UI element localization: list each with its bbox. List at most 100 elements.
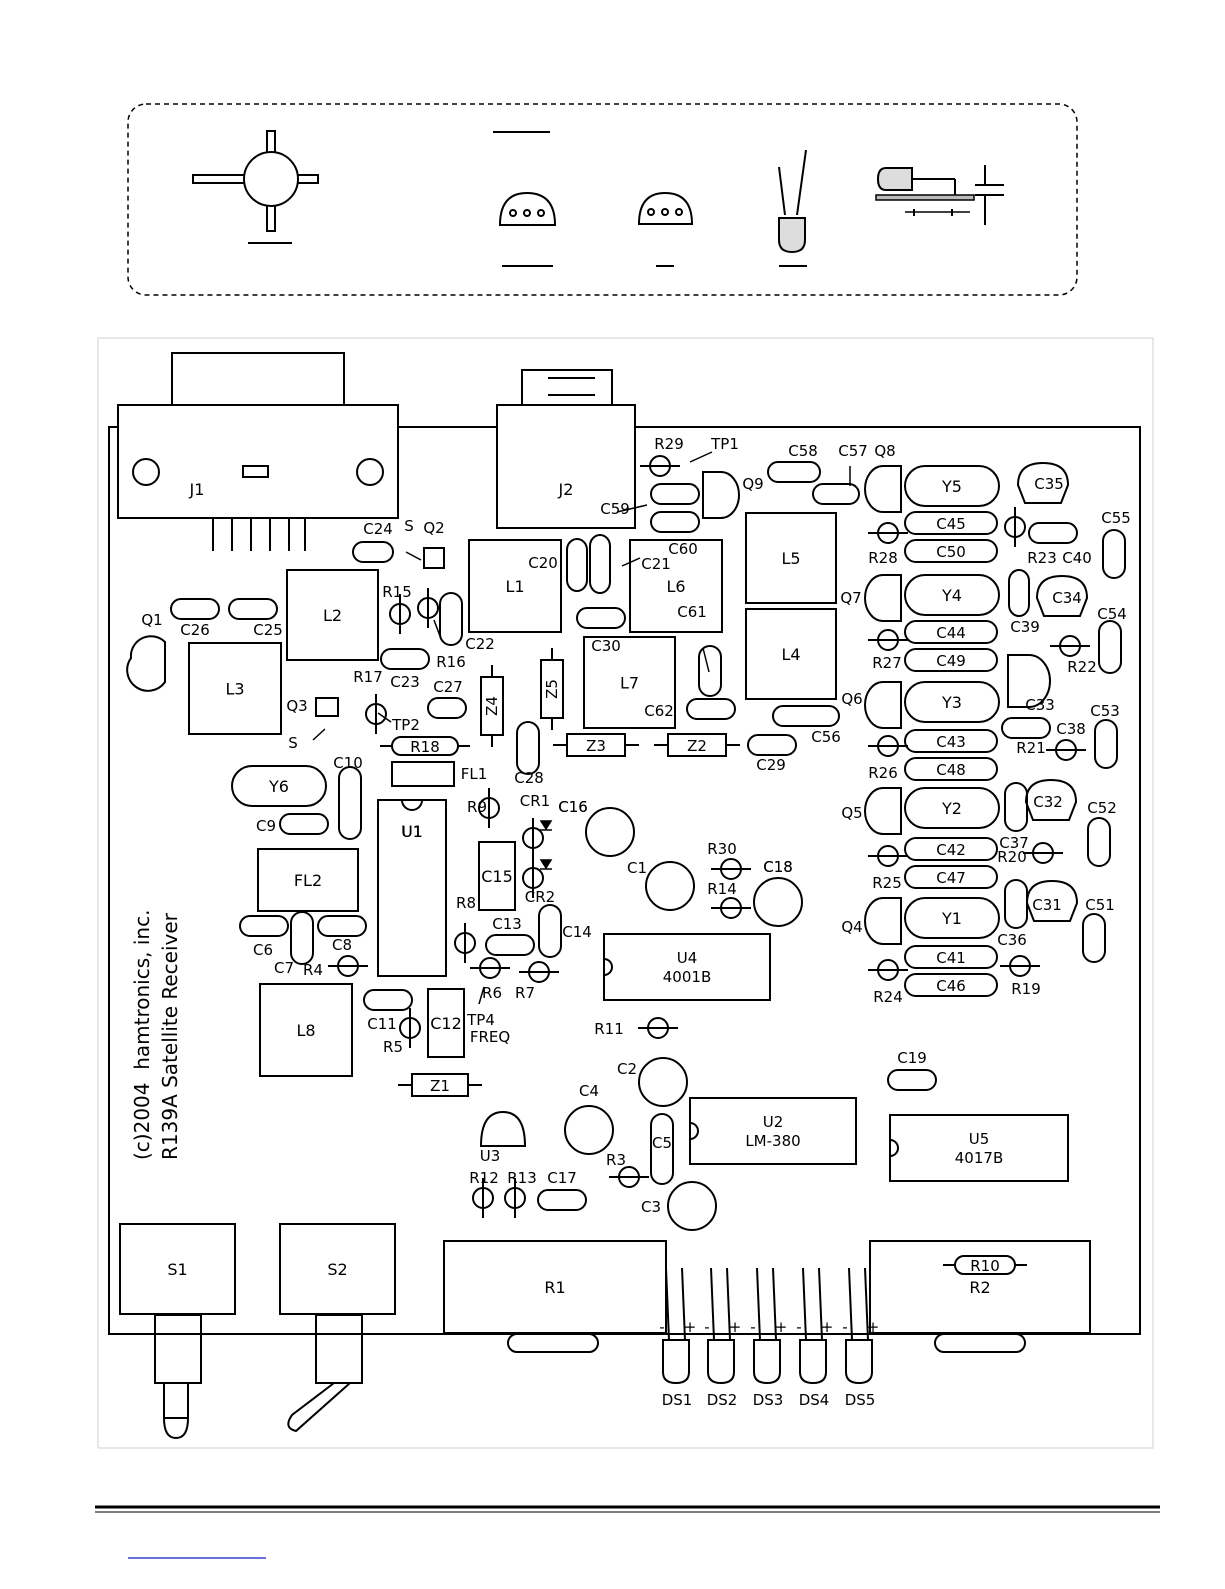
ref-label-r16: R16 (436, 653, 466, 671)
zener-z1-label: Z1 (430, 1077, 450, 1095)
ref-label-c11: C11 (367, 1015, 397, 1033)
s1-toggle (154, 1314, 202, 1440)
ref-label-c33: C33 (1025, 696, 1055, 714)
capacitor-outline (650, 1113, 674, 1185)
ref-label-c24: C24 (363, 520, 393, 538)
cap-c50-label: C50 (936, 543, 966, 561)
part-l6-label: L6 (666, 577, 685, 596)
leader-arrow (312, 728, 326, 741)
ref-label-r3: R3 (606, 1151, 626, 1169)
crystal-y2-outline (904, 787, 1000, 829)
zener-z2-label: Z2 (687, 737, 707, 755)
part-l2-outline (286, 569, 379, 661)
ref-label-u3: U3 (480, 1147, 501, 1165)
capacitor-outline (338, 766, 362, 840)
led-plus-mark: + (775, 1318, 788, 1336)
crystal-y4-label: Y4 (941, 586, 962, 605)
leader-arrow (621, 557, 641, 567)
ref-label-r14: R14 (707, 880, 737, 898)
transistor-outline (864, 574, 902, 622)
ref-label-q9: Q9 (742, 475, 763, 493)
part-j1-label: J1 (189, 480, 205, 499)
led-plus-mark: + (684, 1318, 697, 1336)
capacitor-outline (698, 645, 722, 697)
part-l3-label: L3 (225, 680, 244, 699)
part-c15-outline (478, 841, 516, 911)
zener-z3-label: Z3 (586, 737, 606, 755)
ref-label-c20: C20 (528, 554, 558, 572)
ref-label-fl1: FL1 (461, 765, 488, 783)
capacitor-outline (1094, 719, 1118, 769)
capacitor-outline (1082, 913, 1106, 963)
part-l8-label: L8 (296, 1021, 315, 1040)
capacitor-outline (279, 813, 329, 835)
ref-label-q6: Q6 (841, 690, 862, 708)
part-c12-outline (427, 988, 465, 1058)
part-s1-label: S1 (167, 1260, 187, 1279)
ref-label-c29: C29 (756, 756, 786, 774)
ref-label-q4: Q4 (841, 918, 862, 936)
electrolytic-c2-outline (638, 1057, 688, 1107)
ref-label-c30: C30 (591, 637, 621, 655)
capacitor-outline (1098, 620, 1122, 674)
part-l4-outline (745, 608, 837, 700)
ref-label-c58: C58 (788, 442, 818, 460)
ic-u5-ref: U5 (969, 1130, 990, 1148)
smt-q2-outline (423, 547, 445, 569)
ref-label-c5: C5 (652, 1134, 672, 1152)
ref-label-c28: C28 (514, 769, 544, 787)
ref-label-c59: C59 (600, 500, 630, 518)
transistor-outline (1007, 654, 1051, 708)
ref-label-c8: C8 (332, 936, 352, 954)
cap-c47-label: C47 (936, 869, 966, 887)
transistor-outline (864, 465, 902, 513)
led-ds1-label: DS1 (662, 1391, 693, 1409)
ref-label-r11: R11 (594, 1020, 624, 1038)
trimmer-cap-outline (1035, 574, 1089, 617)
cap-c48-label: C48 (936, 761, 966, 779)
part-fl2-label: FL2 (294, 871, 322, 890)
ref-label-r25: R25 (872, 874, 902, 892)
led-minus-mark: - (750, 1318, 755, 1336)
capacitor-outline (239, 915, 289, 937)
to92-outline-2 (637, 191, 694, 267)
ref-label-r30: R30 (707, 840, 737, 858)
ref-label-c60: C60 (668, 540, 698, 558)
ref-label-c37: C37 (999, 834, 1029, 852)
j2-connector (496, 369, 636, 529)
ref-label-s: S (288, 734, 298, 752)
capacitor-outline (439, 592, 463, 646)
ref-label-r8: R8 (456, 894, 476, 912)
r2-pot-shaft (934, 1333, 1026, 1353)
ref-label-c52: C52 (1087, 799, 1117, 817)
part-j2-label: J2 (558, 480, 574, 499)
crystal-y5-label: Y5 (941, 477, 962, 496)
leader-arrow (689, 451, 713, 463)
crystal-y4-outline (904, 574, 1000, 616)
part-r2-outline (869, 1240, 1091, 1334)
ref-label-c19: C19 (897, 1049, 927, 1067)
cap-c42-outline (904, 837, 998, 861)
ic-u5-type: 4017B (955, 1149, 1003, 1167)
ref-label-c35: C35 (1034, 475, 1064, 493)
rf-transistor-symbol (192, 130, 319, 244)
capacitor-outline (1004, 782, 1028, 832)
capacitor-outline (772, 705, 840, 727)
pc-board-outline (108, 426, 1141, 1335)
cap-c46-outline (904, 973, 998, 997)
ref-label-c36: C36 (997, 931, 1027, 949)
ref-label-freq: FREQ (470, 1028, 510, 1046)
led-ds1-outline (662, 1339, 690, 1385)
ref-label-r7: R7 (515, 984, 535, 1002)
ic-u5-body (889, 1114, 1069, 1182)
cap-c43-outline (904, 729, 998, 753)
led-ds4-label: DS4 (799, 1391, 830, 1409)
capacitor-outline (363, 989, 413, 1011)
ref-label-c54: C54 (1097, 605, 1127, 623)
fl1-outline (391, 761, 455, 787)
zener-z5-label: Z5 (543, 679, 561, 699)
trimmer-cap-outline (1016, 461, 1070, 504)
ref-label-r21: R21 (1016, 739, 1046, 757)
cap-c45-outline (904, 511, 998, 535)
